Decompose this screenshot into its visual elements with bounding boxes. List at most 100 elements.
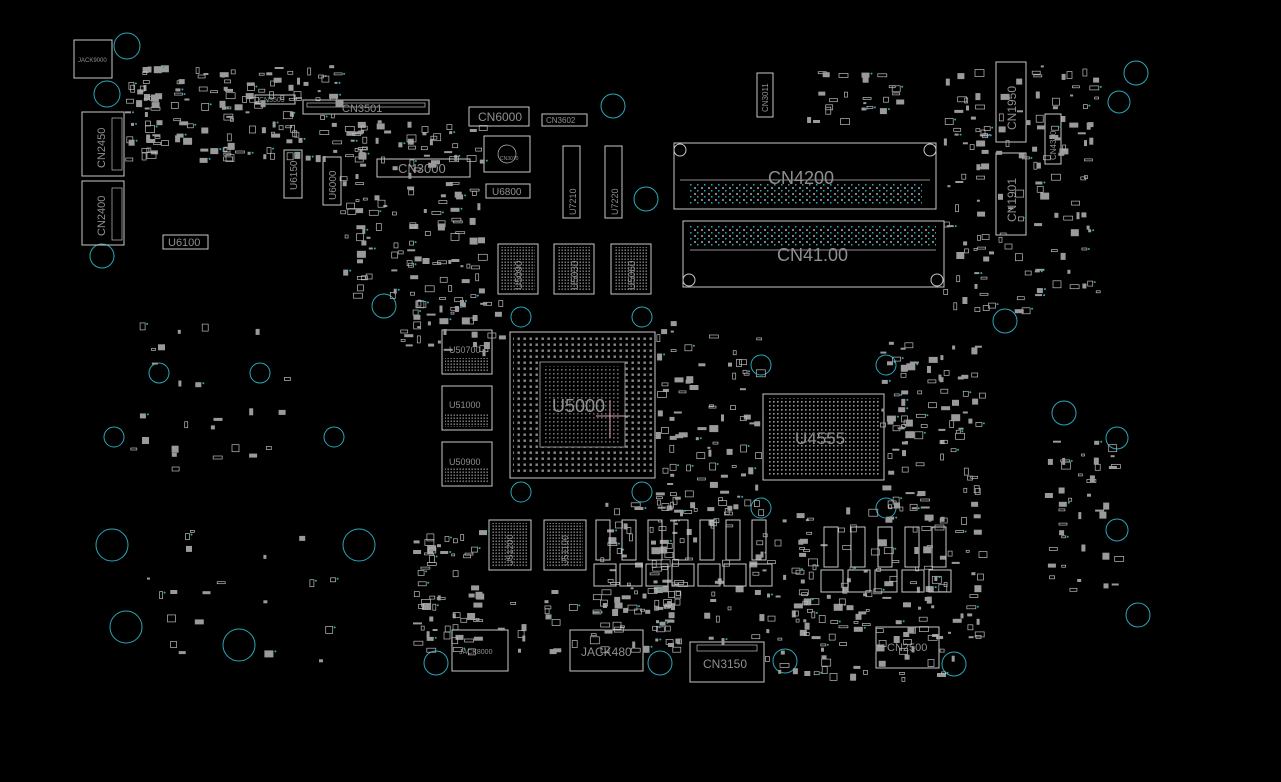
- passive-footprint: [838, 73, 849, 78]
- u51200-footprint[interactable]: U51200: [488, 519, 532, 571]
- via: [622, 548, 625, 551]
- passive-footprint: [1036, 288, 1043, 294]
- passive-footprint: [927, 379, 937, 384]
- passive-footprint: [721, 414, 724, 422]
- passive-footprint: [478, 288, 485, 294]
- passive-footprint: [736, 359, 742, 367]
- passive-footprint: [957, 73, 965, 80]
- via: [488, 530, 490, 533]
- passive-footprint: [826, 594, 831, 599]
- passive-footprint: [725, 524, 734, 528]
- u5060-footprint[interactable]: U5060: [610, 243, 652, 295]
- passive-footprint: [1078, 512, 1082, 520]
- passive-footprint: [368, 209, 379, 216]
- passive-footprint: [1034, 223, 1043, 227]
- passive-footprint: [973, 529, 982, 535]
- passive-footprint: [670, 473, 675, 477]
- passive-footprint: [715, 615, 720, 623]
- passive-footprint: [518, 648, 521, 653]
- passive-footprint: [143, 85, 147, 91]
- u50900-footprint[interactable]: U50900: [441, 441, 493, 487]
- cn4100-footprint[interactable]: CN41.00: [682, 220, 945, 288]
- passive-footprint: [444, 151, 453, 154]
- passive-footprint: [153, 66, 162, 74]
- passive-footprint: [1081, 453, 1085, 457]
- u5000-footprint[interactable]: U5000: [509, 331, 656, 479]
- u6000-footprint[interactable]: U6000: [322, 156, 342, 206]
- via: [155, 125, 158, 128]
- passive-footprint: [158, 344, 165, 351]
- u51100-footprint[interactable]: U51100: [543, 519, 587, 571]
- passive-footprint: [432, 603, 437, 611]
- u50700-footprint[interactable]: U50700: [441, 329, 493, 375]
- passive-footprint: [375, 223, 382, 231]
- passive-footprint: [1061, 73, 1066, 80]
- passive-footprint: [901, 441, 908, 445]
- cn3503-footprint[interactable]: CN3503: [254, 94, 296, 105]
- via: [854, 567, 856, 570]
- passive-footprint: [675, 591, 681, 596]
- passive-footprint: [451, 637, 459, 645]
- cn6000-footprint[interactable]: CN6000: [468, 106, 530, 127]
- passive-footprint: [427, 551, 434, 554]
- via: [181, 88, 184, 91]
- cn2400-footprint[interactable]: CN2400: [81, 180, 125, 246]
- cn3501-footprint[interactable]: CN3501: [302, 99, 430, 115]
- jack8000-footprint[interactable]: JACK8000: [451, 629, 509, 672]
- passive-footprint: [142, 437, 149, 444]
- u5090-footprint[interactable]: U5090: [497, 243, 539, 295]
- via: [208, 157, 211, 160]
- cn3602-footprint[interactable]: CN3602: [541, 113, 588, 127]
- u51000-footprint[interactable]: U51000: [441, 385, 493, 431]
- cn3150-footprint[interactable]: CN3150: [689, 641, 765, 683]
- u7220-footprint[interactable]: U7220: [604, 145, 623, 219]
- passive-footprint: [607, 579, 614, 583]
- passive-footprint: [863, 593, 868, 597]
- passive-footprint: [758, 509, 765, 517]
- u7210-footprint[interactable]: U7210: [562, 145, 581, 219]
- cn3010-footprint[interactable]: CN3010: [483, 135, 531, 173]
- cn4200-footprint[interactable]: CN4200: [673, 142, 937, 210]
- passive-footprint: [662, 388, 669, 392]
- passive-footprint: [976, 199, 980, 202]
- passive-footprint: [315, 97, 321, 102]
- u6150-footprint[interactable]: U6150: [283, 149, 303, 199]
- passive-footprint: [344, 126, 355, 132]
- passive-footprint: [409, 240, 414, 246]
- via: [923, 431, 926, 434]
- passive-footprint: [482, 349, 486, 357]
- u5030-footprint[interactable]: U5030: [553, 243, 595, 295]
- passive-footprint: [674, 496, 681, 500]
- passive-footprint: [678, 390, 687, 394]
- cn2450-footprint[interactable]: CN2450: [81, 111, 125, 177]
- passive-footprint: [298, 137, 303, 143]
- passive-footprint: [914, 547, 919, 554]
- via: [896, 415, 899, 418]
- passive-footprint: [1035, 114, 1044, 123]
- passive-footprint: [225, 154, 235, 162]
- via: [349, 269, 352, 272]
- cn3011-footprint[interactable]: CN3011: [756, 72, 774, 118]
- passive-footprint: [299, 535, 306, 541]
- passive-footprint: [981, 234, 990, 240]
- jack480-footprint[interactable]: JACK480: [569, 629, 644, 672]
- passive-footprint: [973, 485, 980, 494]
- jack9000-footprint[interactable]: JACK9000: [73, 39, 113, 79]
- passive-footprint: [354, 148, 359, 152]
- passive-footprint: [400, 329, 409, 334]
- passive-footprint: [901, 424, 906, 428]
- passive-footprint: [1084, 140, 1087, 147]
- cn1901-footprint[interactable]: CN1901: [995, 152, 1027, 236]
- u6100-footprint[interactable]: U6100: [162, 234, 209, 250]
- via: [895, 516, 898, 519]
- u6800-footprint[interactable]: U6800: [485, 183, 531, 199]
- passive-footprint: [406, 260, 413, 266]
- via: [333, 626, 336, 629]
- u4555-footprint[interactable]: U4555: [762, 393, 885, 481]
- passive-footprint: [246, 82, 255, 86]
- passive-footprint: [426, 647, 437, 653]
- passive-footprint: [472, 315, 478, 321]
- passive-footprint: [332, 140, 343, 145]
- passive-footprint: [305, 155, 311, 161]
